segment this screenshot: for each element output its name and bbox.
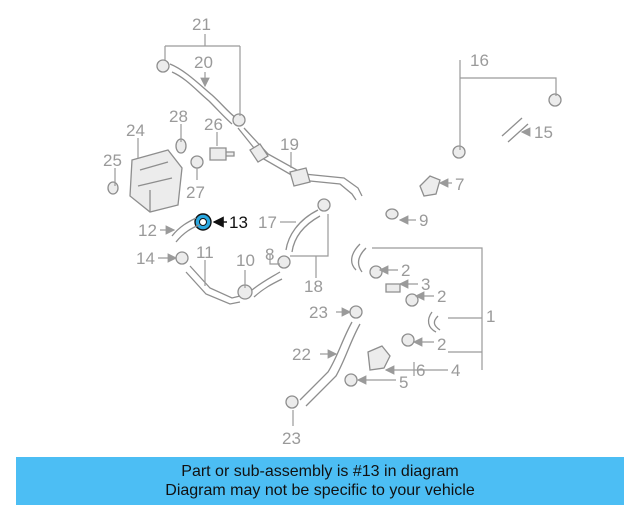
callout-2-a: 2 [401, 261, 410, 280]
banner-line-1: Part or sub-assembly is #13 in diagram [181, 463, 459, 480]
info-banner: Part or sub-assembly is #13 in diagram D… [16, 457, 624, 505]
part-12-hose-edge [175, 224, 200, 243]
part-7-fitting [419, 175, 441, 197]
part-2-clamp-c [401, 333, 415, 347]
leader-lines [114, 34, 557, 426]
callout-12: 12 [138, 221, 157, 240]
callout-18: 18 [304, 277, 323, 296]
callout-20: 20 [194, 53, 213, 72]
part-15-hose [501, 117, 523, 137]
callout-3: 3 [421, 275, 430, 294]
callout-4: 4 [451, 361, 460, 380]
part-23-clamp-bottom [285, 395, 299, 409]
part-26-sensor [209, 147, 235, 161]
right-hose-upper-edge [357, 247, 367, 273]
part-13-highlighted [194, 213, 212, 231]
callout-13: 13 [229, 213, 248, 232]
part-17-clamp [317, 198, 331, 212]
callout-26: 26 [204, 115, 223, 134]
callout-2-c: 2 [437, 335, 446, 354]
part-19-bracket [289, 167, 311, 187]
callout-7: 7 [455, 175, 464, 194]
callout-14: 14 [136, 249, 155, 268]
part-17-hose-edge [291, 215, 321, 253]
part-15-hose-edge [507, 123, 529, 143]
part-11-pipe-edge [185, 271, 241, 305]
callout-27: 27 [186, 183, 205, 202]
callout-5: 5 [399, 373, 408, 392]
part-17-hose [285, 209, 319, 251]
callout-21: 21 [192, 15, 211, 34]
callout-8: 8 [265, 245, 274, 264]
part-21-clip-right [232, 113, 246, 127]
part-3-fitting [385, 283, 401, 293]
callout-22: 22 [292, 345, 311, 364]
part-9-clamp [385, 208, 399, 220]
line-art [107, 59, 562, 409]
callout-15: 15 [534, 123, 553, 142]
callout-1: 1 [486, 307, 495, 326]
callout-23-top: 23 [309, 303, 328, 322]
part-22-pipe-edge [305, 323, 361, 407]
part-10-hose [251, 271, 281, 291]
part-20-hose [169, 63, 237, 119]
part-24-housing [129, 149, 183, 213]
part-16-clip-left [452, 145, 466, 159]
callout-24: 24 [126, 121, 145, 140]
callout-11: 11 [196, 243, 214, 262]
part-10-hose-edge [253, 278, 283, 298]
part-22-pipe [299, 321, 353, 401]
part-24-housing-detail [137, 161, 173, 212]
callout-23-bottom: 23 [282, 429, 301, 448]
callout-28: 28 [169, 107, 188, 126]
part-5-oring [344, 373, 358, 387]
callout-6: 6 [416, 361, 425, 380]
callout-labels: 21 20 28 26 24 25 27 19 13 12 14 11 10 8… [103, 15, 553, 448]
callout-17: 17 [258, 213, 277, 232]
parts-diagram: 21 20 28 26 24 25 27 19 13 12 14 11 10 8… [103, 15, 562, 448]
part-21-clip-left [156, 59, 170, 73]
part-10-clamp [237, 284, 253, 300]
part-4-outlet [367, 345, 391, 371]
part-8-clamp [277, 255, 291, 269]
part-28-oring [175, 138, 187, 154]
right-hose-upper [350, 243, 361, 271]
right-hose-middle-edge [433, 315, 441, 331]
part-2-clamp-a [369, 265, 383, 279]
callout-9: 9 [419, 211, 428, 230]
part-11-pipe [189, 265, 241, 299]
callout-2-b: 2 [437, 287, 446, 306]
part-27-gasket [190, 155, 204, 169]
part-19-flange [249, 143, 269, 163]
banner-line-2: Diagram may not be specific to your vehi… [165, 482, 475, 499]
part-25-clip [107, 181, 119, 195]
part-19-pipe-edge [243, 127, 363, 197]
part-20-hose-edge [171, 71, 233, 125]
callout-10: 10 [236, 251, 255, 270]
right-hose-middle [427, 311, 437, 333]
callout-25: 25 [103, 151, 122, 170]
part-16-clip-right [548, 93, 562, 107]
part-14-clamp [175, 251, 189, 265]
callout-19: 19 [280, 135, 299, 154]
part-23-clamp-top [349, 305, 363, 319]
callout-16: 16 [470, 51, 489, 70]
